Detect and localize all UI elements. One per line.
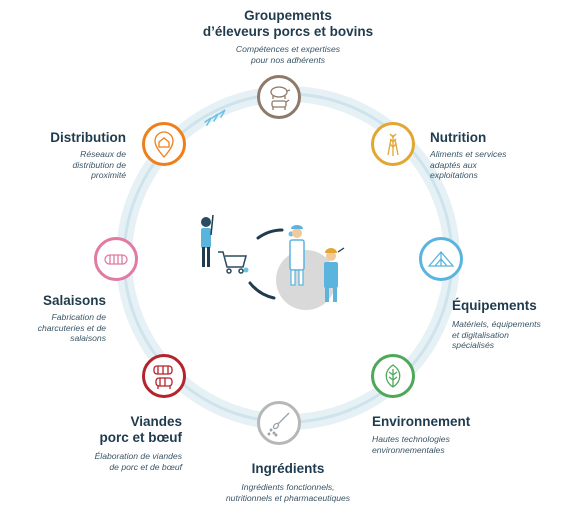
shopper-icon [201, 214, 214, 267]
technician-icon [289, 225, 305, 286]
pig-and-cow-icon [270, 86, 291, 110]
ingredients-title: Ingrédients [251, 461, 325, 476]
wheat-icon [387, 133, 399, 156]
distribution-subtitle: Réseaux de distribution de proximité [72, 149, 126, 180]
equipements-node [419, 237, 463, 281]
nutrition-node [371, 122, 415, 166]
viandes-node [142, 354, 186, 398]
shopping-cart-icon [218, 251, 247, 274]
groupements-subtitle: Compétences et expertises pour nos adhér… [235, 44, 341, 65]
leaf-icon [385, 364, 401, 388]
groupements-node [257, 75, 301, 119]
breeder-icon [324, 247, 345, 302]
meat-cuts-icon [153, 365, 173, 389]
environnement-title: Environnement [372, 414, 471, 429]
distribution-title: Distribution [50, 130, 126, 145]
barn-roof-icon [427, 251, 455, 267]
ingredients-subtitle: Ingrédients fonctionnels, nutritionnels … [225, 482, 351, 503]
sausage-icon [104, 254, 128, 265]
viandes-subtitle: Élaboration de viandes de porc et de bœu… [94, 451, 182, 472]
nutrition-title: Nutrition [430, 130, 487, 145]
salaisons-subtitle: Fabrication de charcuteries et de salais… [37, 312, 106, 343]
equipements-title: Équipements [452, 298, 537, 313]
spoon-powder-icon [267, 412, 290, 437]
map-pin-home-icon [154, 131, 174, 158]
environnement-subtitle: Hautes technologies environnementales [372, 434, 450, 455]
equipements-subtitle: Matériels, équipements et digitalisation… [452, 319, 541, 350]
ingredients-node [257, 401, 301, 445]
viandes-title: Viandes porc et bœuf [99, 414, 183, 445]
groupements-title: Groupements d’éleveurs porcs et bovins [202, 8, 374, 39]
salaisons-node [94, 237, 138, 281]
environnement-node [371, 354, 415, 398]
salaisons-title: Salaisons [42, 293, 106, 308]
flow-arrows-icon [204, 109, 226, 126]
nutrition-subtitle: Aliments et services adaptés aux exploit… [430, 149, 507, 180]
central-illustration [201, 214, 345, 310]
distribution-node [142, 122, 186, 166]
